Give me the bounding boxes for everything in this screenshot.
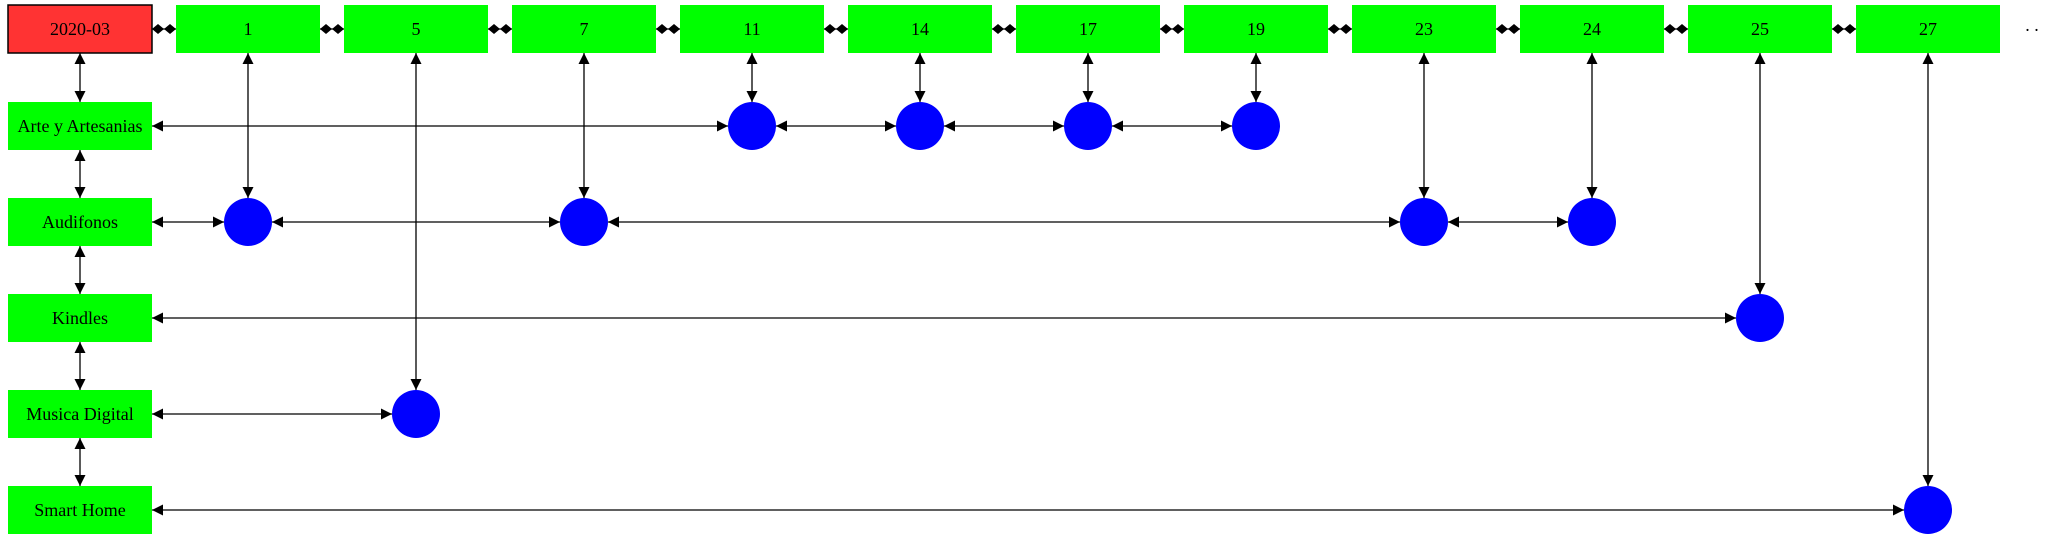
category-node-audifonos-box [8,198,152,246]
event-dot [1904,486,1952,534]
event-dot [1232,102,1280,150]
trailing-ellipsis: . . [2025,15,2039,35]
day-node-11-box [680,5,824,53]
day-node-25-box [1688,5,1832,53]
day-node-7-box [512,5,656,53]
day-node-23: 23 [1352,5,1496,53]
day-node-label: 25 [1751,19,1769,39]
category-node-kindles: Kindles [8,294,152,342]
event-dot [560,198,608,246]
day-node-1-box [176,5,320,53]
day-node-24: 24 [1520,5,1664,53]
day-node-label: 24 [1583,19,1601,39]
day-node-label: 1 [244,19,253,39]
day-node-label: 5 [412,19,421,39]
category-node-musica-digital: Musica Digital [8,390,152,438]
category-node-smart-home: Smart Home [8,486,152,534]
day-node-label: 27 [1919,19,1937,39]
day-node-27-box [1856,5,2000,53]
day-node-label: 19 [1247,19,1265,39]
event-dot [1736,294,1784,342]
category-node-arte-y-artesanias: Arte y Artesanias [8,102,152,150]
category-node-label: Arte y Artesanias [18,116,143,136]
day-node-24-box [1520,5,1664,53]
month-header-label: 2020-03 [50,19,110,39]
day-node-label: 17 [1079,19,1097,39]
month-header-node: 2020-03 [7,4,153,54]
day-node-17: 17 [1016,5,1160,53]
day-node-7: 7 [512,5,656,53]
event-dot [1400,198,1448,246]
category-node-label: Kindles [52,308,108,328]
category-node-label: Audifonos [42,212,118,232]
event-dot [1064,102,1112,150]
day-node-1: 1 [176,5,320,53]
category-node-kindles-box [8,294,152,342]
day-node-19: 19 [1184,5,1328,53]
day-node-label: 11 [743,19,760,39]
day-node-5-box [344,5,488,53]
day-node-label: 14 [911,19,929,39]
category-node-label: Musica Digital [26,404,133,424]
day-node-27: 27 [1856,5,2000,53]
day-node-17-box [1016,5,1160,53]
event-dot [896,102,944,150]
category-node-arte-y-artesanias-box [8,102,152,150]
day-node-25: 25 [1688,5,1832,53]
category-node-label: Smart Home [34,500,126,520]
day-node-19-box [1184,5,1328,53]
day-node-23-box [1352,5,1496,53]
day-node-11: 11 [680,5,824,53]
event-dot [392,390,440,438]
event-dot [728,102,776,150]
day-node-label: 7 [580,19,589,39]
day-node-5: 5 [344,5,488,53]
month-header-node-box [7,4,153,54]
day-node-14-box [848,5,992,53]
edges-layer [74,24,1934,516]
category-node-smart-home-box [8,486,152,534]
category-node-audifonos: Audifonos [8,198,152,246]
day-node-label: 23 [1415,19,1433,39]
event-dot [1568,198,1616,246]
day-node-14: 14 [848,5,992,53]
category-node-musica-digital-box [8,390,152,438]
event-dot [224,198,272,246]
